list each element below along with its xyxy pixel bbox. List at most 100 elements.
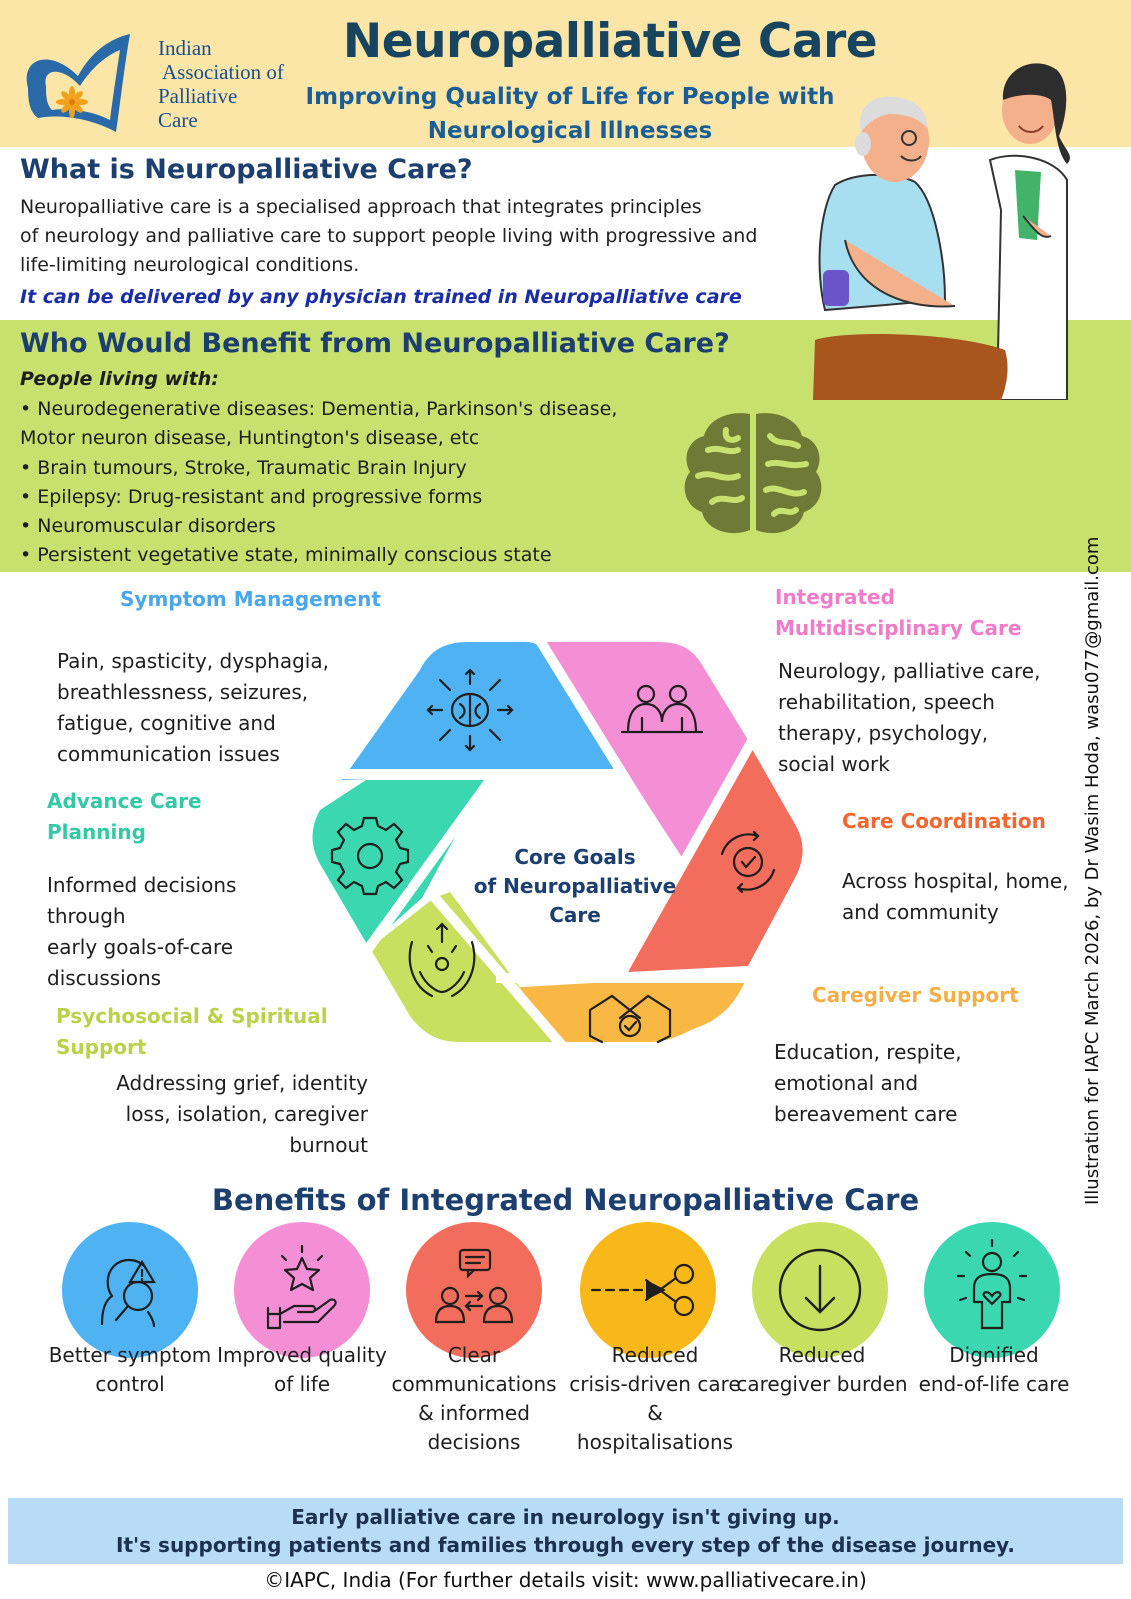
footer-message: Early palliative care in neurology isn't… <box>8 1503 1123 1559</box>
brain-icon <box>684 413 822 534</box>
goal-integrated-desc: Neurology, palliative care, rehabilitati… <box>778 656 1040 780</box>
what-emphasis: It can be delivered by any physician tra… <box>20 286 742 308</box>
scissors-icon <box>590 1263 695 1317</box>
cycle-check-icon <box>720 830 776 894</box>
label-line: & <box>647 1401 663 1425</box>
subtitle-line: Neurological Illnesses <box>427 118 713 144</box>
desc-line: Across hospital, home, <box>842 869 1069 893</box>
communication-icon <box>434 1248 514 1324</box>
label-line: Dignified <box>949 1343 1039 1367</box>
benefits-title: Benefits of Integrated Neuropalliative C… <box>211 1183 920 1217</box>
hex-segment-advance <box>312 780 486 946</box>
footer-line: It's supporting patients and families th… <box>116 1533 1015 1557</box>
desc-line: discussions <box>47 966 162 990</box>
header-band <box>0 0 1131 147</box>
desc-line: Neurology, palliative care, <box>778 659 1041 683</box>
hand-star-icon <box>266 1244 337 1330</box>
label-line: & informed <box>418 1401 530 1425</box>
hex-segment-psychosocial <box>370 892 560 1042</box>
list-item: • Brain tumours, Stroke, Traumatic Brain… <box>20 456 467 479</box>
hex-segment-symptom <box>342 642 615 780</box>
head-search-icon <box>100 1258 156 1328</box>
goal-advance-title: Advance Care Planning <box>47 786 202 848</box>
logo-line: Care <box>158 108 198 132</box>
label-line: Reduced <box>778 1343 866 1367</box>
core-goals-hexagon <box>312 631 803 1054</box>
label-line: Better symptom <box>48 1343 212 1367</box>
benefit-label-dignified: Dignified end-of-life care <box>906 1341 1082 1399</box>
copyright: ©IAPC, India (For further details visit:… <box>264 1568 867 1592</box>
list-item: • Neurodegenerative diseases: Dementia, … <box>20 398 618 420</box>
benefit-circle-communication <box>406 1222 542 1358</box>
label-line: end-of-life care <box>918 1372 1070 1396</box>
subtitle-line: Improving Quality of Life for People wit… <box>305 84 835 110</box>
who-intro: People living with: <box>20 368 219 390</box>
goal-integrated-title: Integrated Multidisciplinary Care <box>775 582 1021 644</box>
footer-band <box>8 1498 1123 1564</box>
desc-line: bereavement care <box>774 1102 958 1126</box>
down-arrow-circle-icon <box>778 1248 862 1332</box>
desc-line: emotional and <box>774 1071 919 1095</box>
list-item: • Epilepsy: Drug-resistant and progressi… <box>20 485 483 508</box>
title-line: Integrated <box>775 585 895 609</box>
desc-line: Education, respite, <box>774 1040 962 1064</box>
goal-psychosocial-desc: Addressing grief, identity loss, isolati… <box>90 1068 368 1161</box>
what-title: What is Neuropalliative Care? <box>20 154 473 185</box>
core-line: Core Goals <box>514 845 636 869</box>
goal-symptom-title: Symptom Management <box>120 587 381 611</box>
person-heart-icon <box>956 1238 1028 1330</box>
title-line: Support <box>56 1035 147 1059</box>
page-subtitle: Improving Quality of Life for People wit… <box>300 80 840 148</box>
desc-line: early goals-of-care <box>47 935 234 959</box>
goal-caregiver-desc: Education, respite, emotional and bereav… <box>774 1037 962 1130</box>
label-line: Improved quality <box>217 1343 387 1367</box>
list-item: Motor neuron disease, Huntington's disea… <box>20 427 480 450</box>
label-line: hospitalisations <box>576 1430 734 1454</box>
logo-text: Indian Association of Palliative Care <box>158 36 284 132</box>
desc-line: fatigue, cognitive and <box>57 711 276 735</box>
benefit-circle-quality <box>234 1222 370 1358</box>
what-line: Neuropalliative care is a specialised ap… <box>20 196 702 218</box>
benefit-circle-burden <box>752 1222 888 1358</box>
label-line: crisis-driven care <box>569 1372 741 1396</box>
goal-advance-desc: Informed decisions through early goals-o… <box>47 870 236 994</box>
logo-line: Association of <box>162 60 284 84</box>
page-title: Neuropalliative Care <box>342 14 878 69</box>
hex-segment-integrated <box>542 642 748 862</box>
goal-coordination-desc: Across hospital, home, and community <box>842 866 1069 928</box>
brain-arrows-icon <box>426 668 514 752</box>
benefit-label-burden: Reduced caregiver burden <box>734 1341 910 1399</box>
goal-psychosocial-title: Psychosocial & Spiritual Support <box>56 1001 328 1063</box>
desc-line: breathlessness, seizures, <box>57 680 309 704</box>
hands-support-icon <box>408 922 476 998</box>
what-line: of neurology and palliative care to supp… <box>20 225 758 247</box>
label-line: control <box>95 1372 165 1396</box>
benefit-circle-symptom <box>62 1222 198 1358</box>
title-line: Psychosocial & Spiritual <box>56 1004 328 1028</box>
desc-line: through <box>47 904 126 928</box>
hex-segment-coordination <box>628 742 803 972</box>
desc-line: social work <box>778 752 890 776</box>
label-line: of life <box>273 1372 331 1396</box>
team-icon <box>620 684 704 734</box>
benefit-label-communication: Clear communications & informed decision… <box>386 1341 562 1457</box>
benefit-label-crisis: Reduced crisis-driven care & hospitalisa… <box>562 1341 748 1457</box>
desc-line: therapy, psychology, <box>778 721 989 745</box>
desc-line: communication issues <box>57 742 280 766</box>
list-item: • Neuromuscular disorders <box>20 515 276 538</box>
desc-line: Pain, spasticity, dysphagia, <box>57 649 329 673</box>
iapc-logo-icon <box>26 34 130 132</box>
conditions-list: • Neurodegenerative diseases: Dementia, … <box>20 395 617 571</box>
footer-line: Early palliative care in neurology isn't… <box>291 1505 840 1529</box>
core-line: of Neuropalliative <box>473 874 677 898</box>
desc-line: loss, isolation, caregiver <box>125 1102 368 1126</box>
title-line: Advance Care <box>47 789 202 813</box>
logo-line: Palliative <box>158 84 238 108</box>
goal-caregiver-title: Caregiver Support <box>812 983 1019 1007</box>
illustration-credit: Illustration for IAPC March 2026, by Dr … <box>1082 536 1103 1205</box>
what-line: life-limiting neurological conditions. <box>20 254 360 276</box>
benefit-circle-dignified <box>924 1222 1060 1358</box>
logo-line: Indian <box>158 36 212 60</box>
label-line: caregiver burden <box>736 1372 908 1396</box>
label-line: communications <box>391 1372 557 1396</box>
